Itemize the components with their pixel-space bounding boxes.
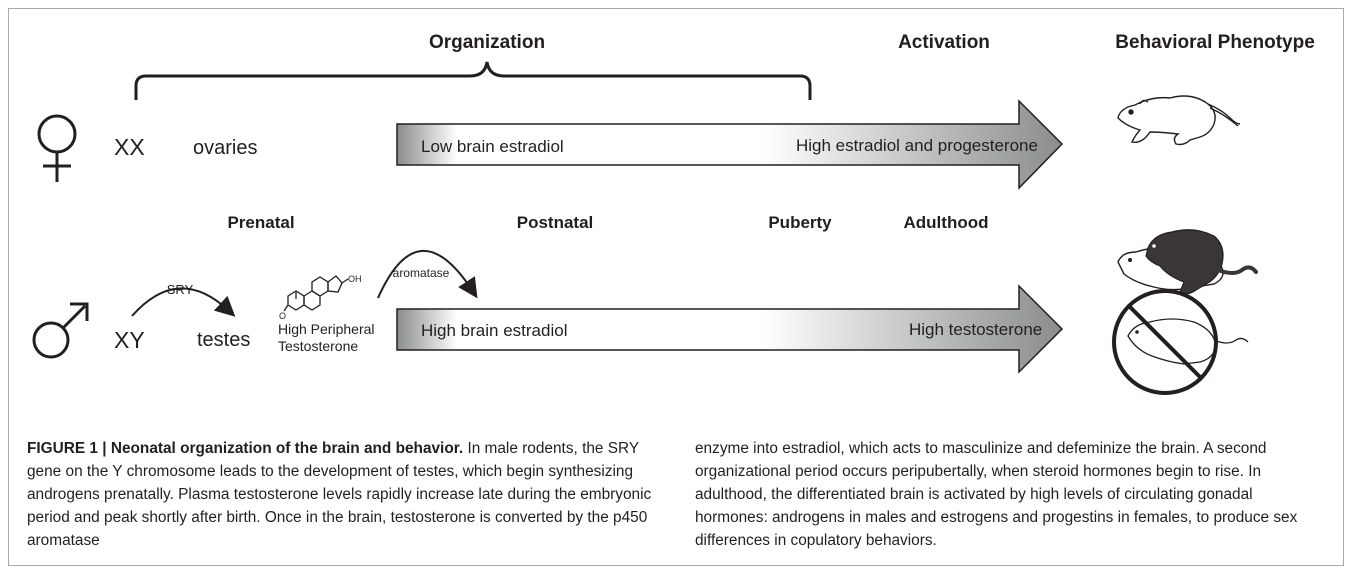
caption-right-column: enzyme into estradiol, which acts to mas…	[695, 437, 1325, 552]
male-hormone-arrow	[396, 284, 1064, 374]
female-arrow-left-text: Low brain estradiol	[421, 137, 564, 156]
female-chromosomes: XX	[114, 134, 145, 160]
male-arrow-left-text: High brain estradiol	[421, 321, 567, 340]
behavioral-phenotype-label: Behavioral Phenotype	[1115, 32, 1315, 53]
figure-frame	[8, 8, 1344, 566]
caption-right-text: enzyme into estradiol, which acts to mas…	[695, 440, 1298, 549]
steroid-o-label: O	[279, 311, 286, 321]
sry-label: SRY	[167, 282, 194, 297]
steroid-oh-label: OH	[348, 274, 362, 284]
male-symbol-icon	[32, 302, 89, 359]
diagram: Organization Activation Behavioral Pheno…	[32, 32, 1315, 395]
male-gonads: testes	[197, 329, 250, 351]
steroid-molecule-icon	[283, 275, 349, 312]
caption-left-column: FIGURE 1 | Neonatal organization of the …	[27, 437, 657, 552]
prohibited-rat-icon	[1112, 289, 1249, 395]
female-symbol-icon	[37, 114, 77, 182]
rat-icon	[1117, 95, 1241, 146]
stage-adulthood: Adulthood	[904, 213, 989, 232]
male-arrow-right-text: High testosterone	[909, 320, 1042, 339]
peripheral-testosterone-line1: High Peripheral	[278, 321, 375, 337]
activation-label: Activation	[898, 32, 990, 53]
male-chromosomes: XY	[114, 327, 145, 353]
organization-brace	[134, 61, 812, 100]
peripheral-testosterone-line2: Testosterone	[278, 338, 358, 354]
aromatase-curve-arrow	[377, 249, 478, 299]
caption-title: FIGURE 1 | Neonatal organization of the …	[27, 440, 464, 457]
sry-curve-arrow	[131, 287, 236, 317]
organization-label: Organization	[429, 32, 545, 53]
caption-left-text: In male rodents, the SRY gene on the Y c…	[27, 440, 652, 549]
stage-puberty: Puberty	[768, 213, 832, 232]
female-hormone-arrow	[396, 99, 1064, 190]
stage-prenatal: Prenatal	[227, 213, 294, 232]
female-arrow-right-text: High estradiol and progesterone	[796, 136, 1038, 155]
mounting-rats-icon	[1117, 229, 1258, 295]
stage-postnatal: Postnatal	[517, 213, 594, 232]
female-gonads: ovaries	[193, 137, 257, 159]
aromatase-label: aromatase	[393, 266, 450, 280]
